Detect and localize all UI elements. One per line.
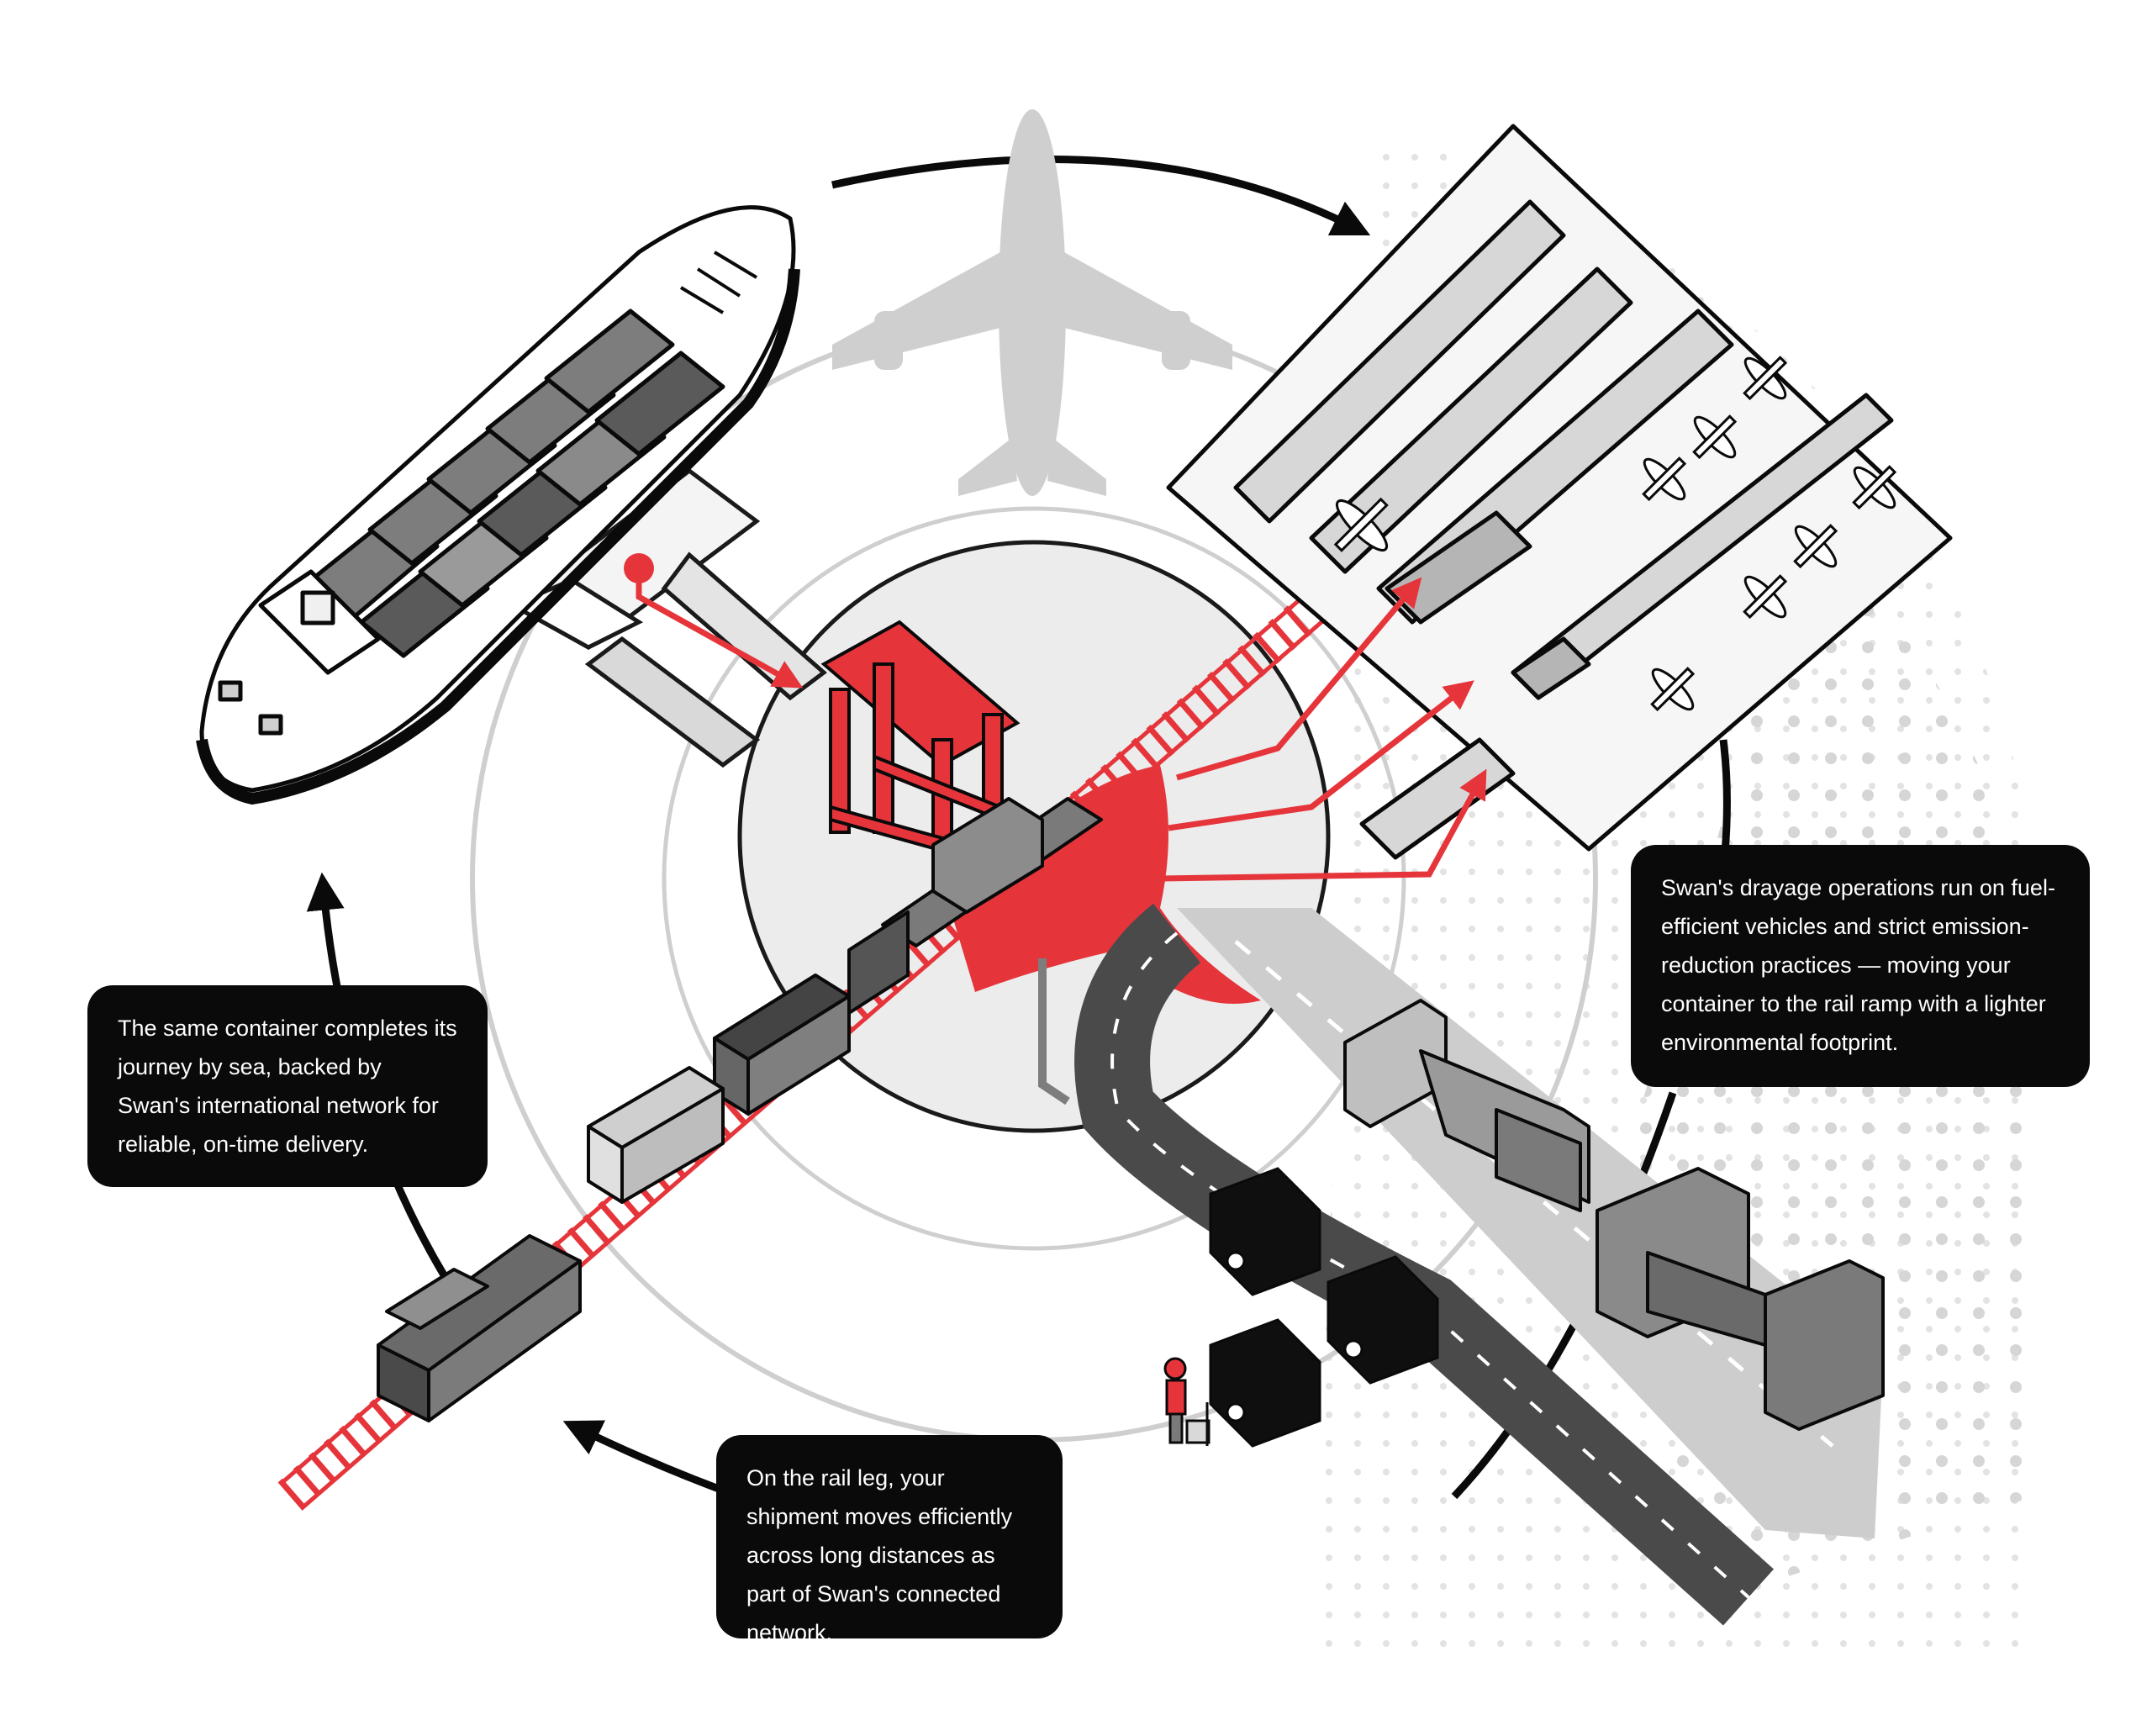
freight-train-icon [377,797,1103,1422]
arrow-ship-to-air [831,156,1371,236]
semi-truck-icon [1343,999,1885,1431]
local-road [1038,903,1775,1626]
callout-rail-leg: On the rail leg, your shipment moves eff… [716,1435,1063,1645]
pier-flow-arrow [624,553,804,689]
container-ship-icon [196,205,800,805]
airport-terminal-icon [1166,124,1953,860]
arc-right-lower [1451,1091,1677,1500]
gantry-crane-icon [820,620,1021,859]
callout-drayage-text: Swan's drayage operations run on fuel-ef… [1661,875,2055,1055]
callout-rail-text: On the rail leg, your shipment moves eff… [746,1465,1013,1645]
inner-ring [662,506,1406,1251]
delivery-van-icon [1209,1167,1439,1448]
callout-drayage-leg: Swan's drayage operations run on fuel-ef… [1631,845,2090,1087]
callout-sea-leg: The same container completes its journey… [87,985,488,1187]
parked-aircraft [1333,356,1897,712]
hub-to-airport-arrows [1159,577,1487,882]
airplane-icon [832,109,1232,496]
callout-sea-text: The same container completes its journey… [118,1016,457,1157]
worker-hand-truck-icon [1163,1357,1210,1446]
